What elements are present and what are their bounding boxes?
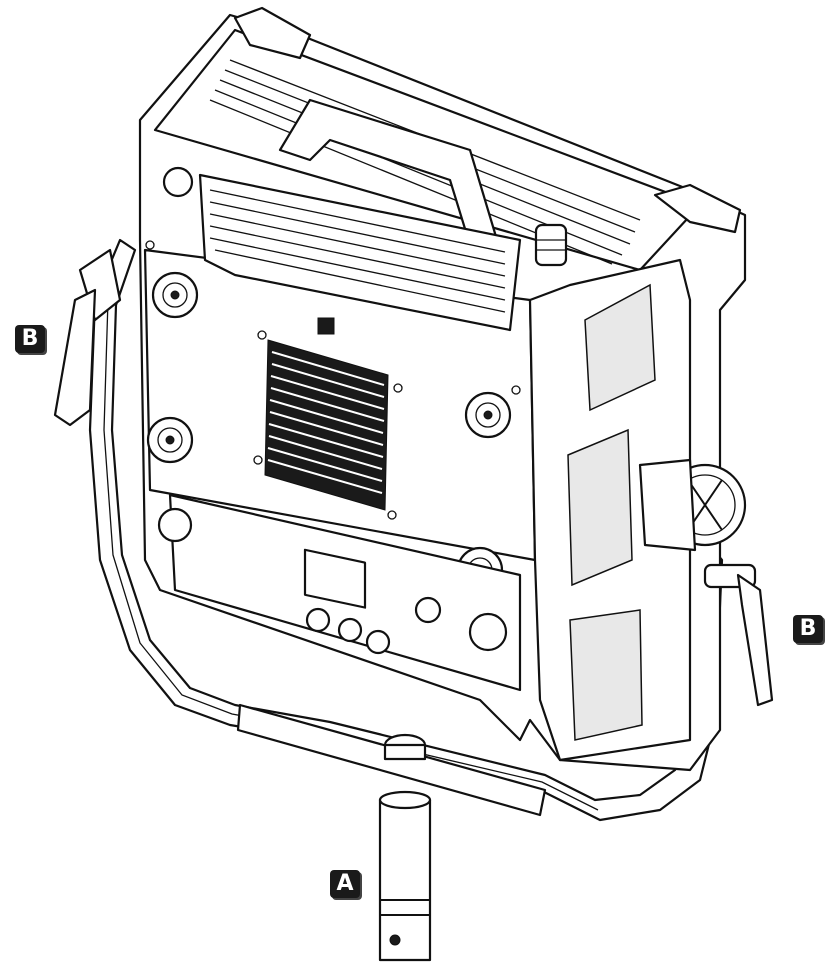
display-screen bbox=[303, 548, 367, 609]
control-knob-2[interactable] bbox=[337, 617, 363, 643]
mount-boss-mid-left bbox=[146, 416, 194, 464]
callout-b-right: B bbox=[793, 615, 823, 643]
callout-a: A bbox=[330, 870, 360, 898]
center-vent-grille bbox=[264, 339, 389, 511]
top-connector bbox=[534, 223, 568, 267]
spigot-mount bbox=[236, 703, 547, 962]
power-connector-left bbox=[157, 507, 193, 543]
control-knob-1[interactable] bbox=[305, 607, 331, 633]
callout-b-left: B bbox=[15, 325, 45, 353]
control-panel bbox=[157, 166, 522, 692]
fixture-housing bbox=[138, 6, 747, 772]
power-connector-right bbox=[468, 612, 508, 652]
logo-badge bbox=[317, 317, 335, 335]
side-frame bbox=[528, 258, 692, 762]
mount-boss-top-left bbox=[151, 271, 199, 319]
corner-bumper-top-right bbox=[653, 183, 742, 234]
corner-bumper-top-left bbox=[233, 6, 312, 60]
upper-heatsink bbox=[198, 173, 522, 332]
yoke-lock-handle-right[interactable] bbox=[638, 458, 774, 707]
control-knob-3[interactable] bbox=[365, 629, 391, 655]
top-left-port bbox=[162, 166, 194, 198]
screw-holes bbox=[145, 240, 521, 520]
mount-boss-mid-right bbox=[464, 391, 512, 439]
yoke-lock-handle-left[interactable] bbox=[53, 248, 122, 427]
data-port bbox=[414, 596, 442, 624]
